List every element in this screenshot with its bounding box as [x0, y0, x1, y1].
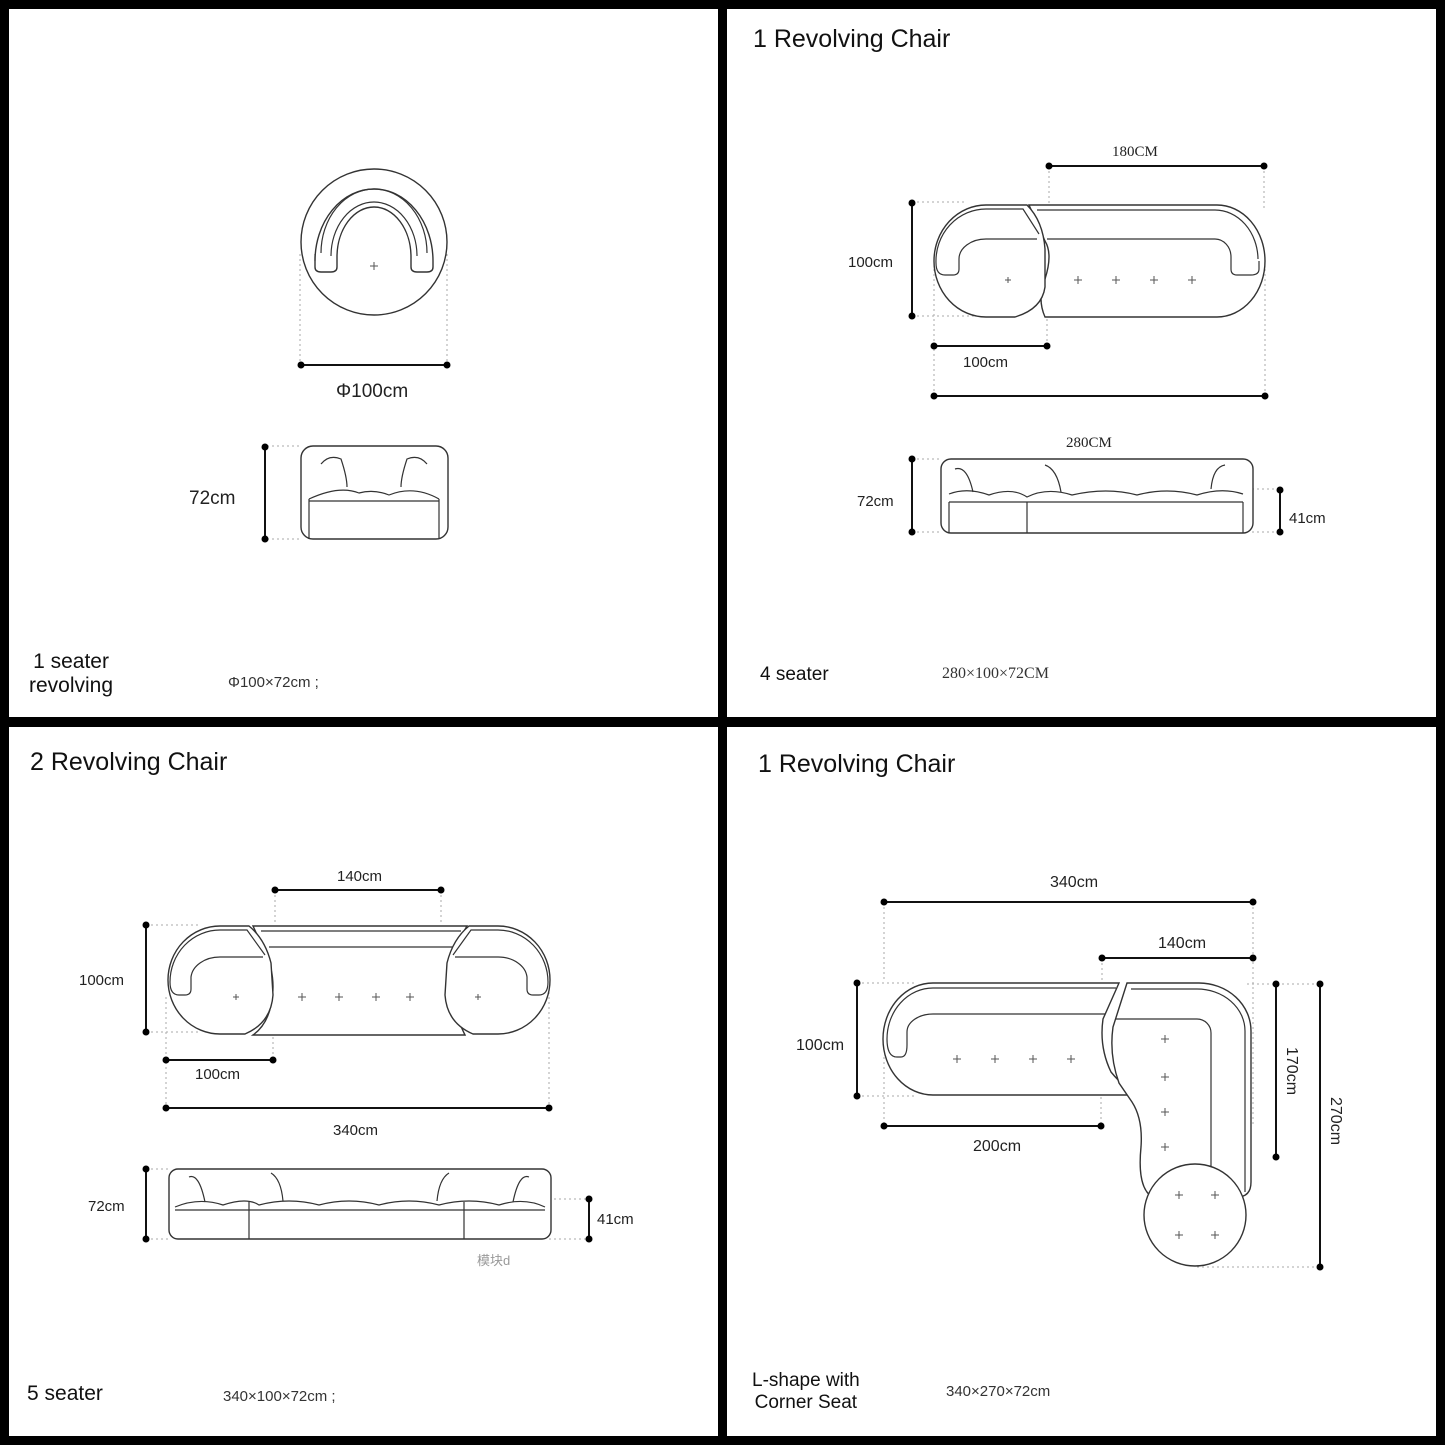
dim-depth: 100cm — [796, 1037, 845, 1054]
panel-title: 2 Revolving Chair — [30, 748, 228, 776]
drawing-5-seater — [142, 886, 593, 1243]
dim-width-small: 100cm — [195, 1066, 241, 1083]
dim-full-side: 270cm — [1327, 1097, 1344, 1146]
drawing-l-shape — [853, 898, 1324, 1271]
model-label: 4 seater — [760, 664, 829, 685]
panel-l-shape: 1 Revolving Chair 340cm 140cm 100cm 200c… — [727, 727, 1436, 1436]
model-spec: 340×270×72cm — [946, 1383, 1051, 1400]
dim-height: 72cm — [88, 1198, 125, 1215]
dim-width-small: 100cm — [963, 354, 1009, 371]
dim-depth: 100cm — [79, 972, 125, 989]
model-label: 5 seater — [27, 1382, 103, 1405]
model-spec: 340×100×72cm ; — [223, 1388, 336, 1405]
model-label: L-shape with Corner Seat — [752, 1370, 860, 1413]
panel-1-seater: Φ100cm 72cm 1 seater revolving Φ100×72cm… — [9, 9, 718, 717]
dim-side: 170cm — [1283, 1047, 1300, 1096]
dim-depth: 100cm — [848, 254, 894, 271]
panel-title: 1 Revolving Chair — [758, 750, 956, 778]
module-label: 模块d — [477, 1253, 511, 1268]
model-spec: 280×100×72CM — [942, 665, 1049, 682]
panel-5-seater: 2 Revolving Chair 140cm 100cm 100cm 340c… — [9, 727, 718, 1436]
dim-height: 72cm — [189, 488, 236, 509]
dim-total: 340cm — [1050, 874, 1099, 891]
model-label: 1 seater revolving — [29, 650, 114, 698]
dim-height: 72cm — [857, 493, 894, 510]
drawing-4-seater — [908, 162, 1284, 536]
dim-top: 140cm — [337, 868, 383, 885]
drawing-1-seater — [261, 168, 451, 543]
dim-top: 180CM — [1112, 144, 1158, 160]
panel-4-seater: 1 Revolving Chair 180CM 100cm 100cm 280C… — [727, 9, 1436, 717]
panel-title: 1 Revolving Chair — [753, 25, 951, 53]
dim-seat-height: 41cm — [597, 1211, 634, 1228]
dim-top: 140cm — [1158, 935, 1207, 952]
dim-total: 280CM — [1066, 435, 1112, 451]
dim-bottom: 200cm — [973, 1138, 1022, 1155]
dim-total: 340cm — [333, 1122, 379, 1139]
dim-seat-height: 41cm — [1289, 510, 1326, 527]
dim-diameter: Φ100cm — [336, 381, 409, 402]
model-spec: Φ100×72cm ; — [228, 674, 319, 691]
